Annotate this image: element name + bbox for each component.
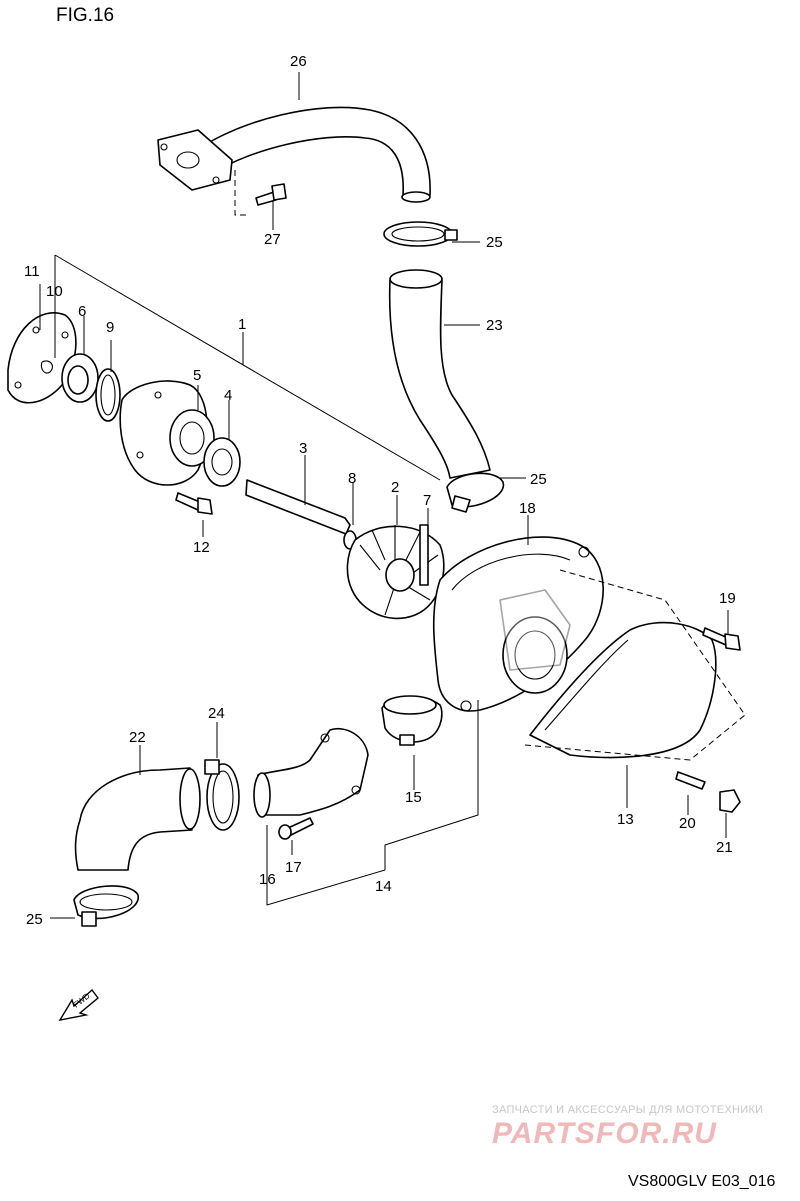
part-25-clamp-lower — [73, 885, 139, 927]
callout-27: 27 — [264, 231, 281, 248]
callout-8: 8 — [348, 470, 356, 487]
part-16-housing — [253, 728, 369, 818]
callout-25-a: 25 — [486, 234, 503, 251]
part-9-ring — [95, 368, 121, 422]
part-27-bolt — [255, 183, 287, 206]
callout-21: 21 — [716, 839, 733, 856]
part-5-housing — [119, 380, 215, 486]
watermark-logo: PARTSFOR.RU — [492, 1117, 717, 1150]
part-23-hose — [388, 269, 491, 479]
callout-25-c: 25 — [26, 911, 43, 928]
callout-9: 9 — [106, 319, 114, 336]
part-20-stud — [675, 771, 706, 790]
callout-22: 22 — [129, 729, 146, 746]
part-2-impeller — [346, 524, 445, 620]
callout-3: 3 — [299, 440, 307, 457]
leader-lines — [39, 72, 729, 919]
callout-12: 12 — [193, 539, 210, 556]
watermark-text: ЗАПЧАСТИ И АКСЕССУАРЫ ДЛЯ МОТОТЕХНИКИ — [492, 1104, 763, 1116]
callout-2: 2 — [391, 479, 399, 496]
callout-13: 13 — [617, 811, 634, 828]
callout-20: 20 — [679, 815, 696, 832]
part-25-clamp-upper — [383, 221, 458, 247]
callout-14: 14 — [375, 878, 392, 895]
callout-26: 26 — [290, 53, 307, 70]
callout-11: 11 — [24, 263, 40, 280]
part-17-bolt — [278, 817, 314, 840]
callout-16: 16 — [259, 871, 276, 888]
part-26-pipe — [157, 106, 431, 216]
callout-4: 4 — [224, 387, 232, 404]
callout-6: 6 — [78, 303, 86, 320]
callout-19: 19 — [719, 590, 736, 607]
callout-1: 1 — [238, 316, 246, 333]
callout-23: 23 — [486, 317, 503, 334]
part-22-hose — [74, 767, 201, 871]
part-19-bolt — [702, 627, 741, 651]
callout-7: 7 — [423, 492, 431, 509]
callout-labels: 26 27 25 11 10 6 9 1 23 5 4 3 25 8 2 7 1… — [24, 53, 736, 928]
part-21-nut — [719, 789, 741, 813]
part-12-bolt — [175, 492, 213, 515]
callout-5: 5 — [193, 367, 201, 384]
callout-17: 17 — [285, 859, 302, 876]
figure-title: FIG.16 — [56, 5, 114, 26]
callout-15: 15 — [405, 789, 422, 806]
callout-18: 18 — [519, 500, 536, 517]
callout-24: 24 — [208, 705, 225, 722]
part-15-thermostat — [381, 695, 443, 746]
drawing-code: VS800GLV E03_016 — [628, 1173, 775, 1190]
callout-10: 10 — [46, 283, 63, 300]
part-4-seal — [203, 437, 241, 487]
callout-25-b: 25 — [530, 471, 547, 488]
part-6-bearing — [61, 353, 99, 403]
part-25-clamp-mid — [446, 472, 504, 513]
fwd-arrow-icon: FWD — [58, 988, 99, 1021]
part-13-cover — [524, 569, 746, 761]
part-3-shaft — [245, 479, 357, 550]
part-18-pump-cover — [432, 536, 604, 712]
part-11-plate — [7, 312, 77, 404]
part-24-clamp — [204, 759, 240, 831]
